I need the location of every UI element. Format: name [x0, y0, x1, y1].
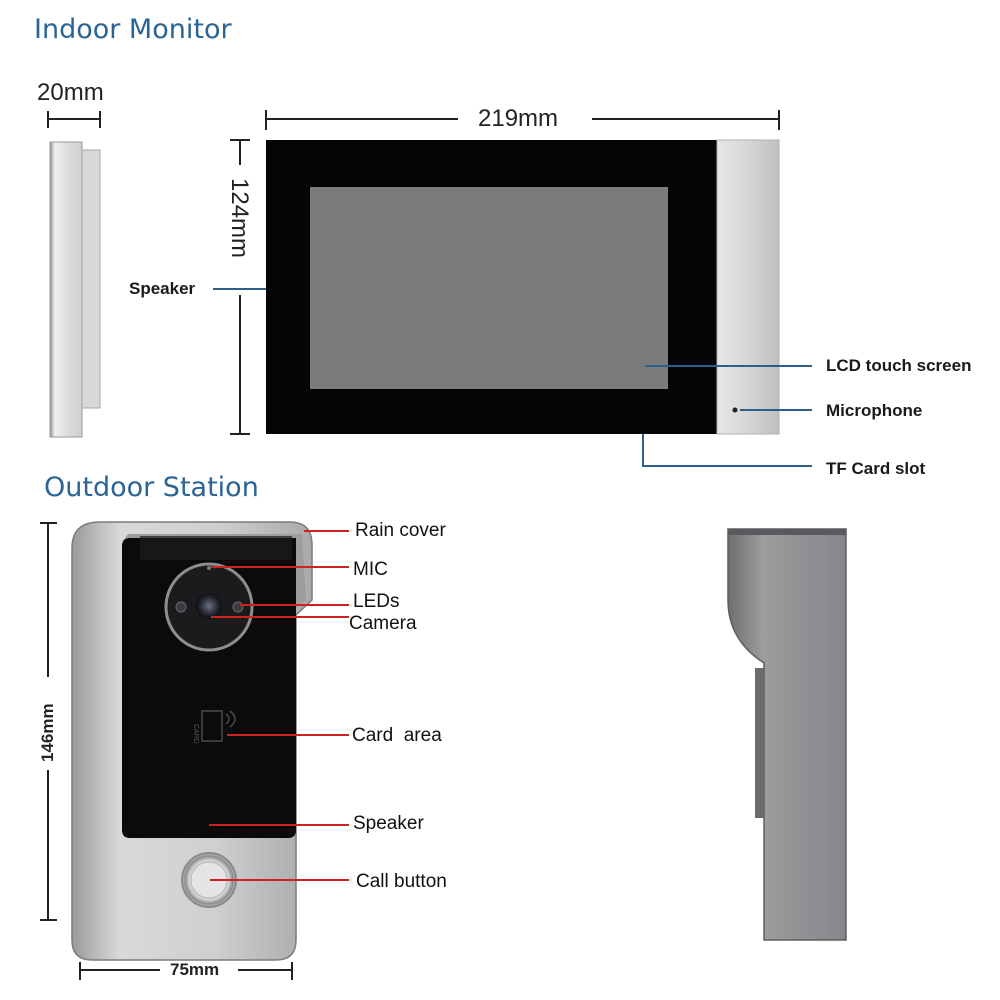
- card-area-icon: [201, 710, 223, 742]
- label-call-button: Call button: [356, 871, 447, 892]
- label-tf-card-slot: TF Card slot: [826, 459, 926, 478]
- dim-75mm-label: 75mm: [170, 960, 220, 979]
- outdoor-front-view: [71, 521, 313, 961]
- label-card-area: Card area: [352, 725, 442, 746]
- outdoor-title: Outdoor Station: [44, 472, 259, 503]
- indoor-side-view: [49, 141, 101, 438]
- label-camera: Camera: [349, 613, 417, 634]
- indoor-front-view: [266, 139, 780, 435]
- led-left: [175, 601, 187, 613]
- card-text: CARD: [192, 724, 199, 744]
- outdoor-leader-lines: [209, 530, 349, 881]
- dim-height-label: 124mm: [226, 178, 253, 259]
- indoor-leader-lines: [213, 288, 812, 467]
- label-speaker-indoor: Speaker: [129, 279, 196, 298]
- mic-hole: [207, 566, 211, 570]
- outdoor-side-view: [727, 528, 847, 941]
- dim-depth-label: 20mm: [37, 79, 104, 106]
- led-right: [232, 601, 244, 613]
- dim-20mm-line: [47, 111, 101, 128]
- lcd-screen: [310, 187, 668, 389]
- indoor-title: Indoor Monitor: [34, 14, 232, 45]
- label-microphone: Microphone: [826, 401, 923, 420]
- label-mic: MIC: [353, 559, 388, 580]
- dim-146mm-line: [40, 522, 57, 921]
- microphone-hole: [732, 407, 738, 413]
- dim-146mm-label: 146mm: [38, 703, 57, 762]
- label-lcd-touch-screen: LCD touch screen: [826, 356, 972, 375]
- dim-75mm-line: [79, 962, 293, 980]
- dim-219mm-line: [265, 110, 780, 130]
- dim-width-label: 219mm: [478, 105, 559, 132]
- camera-lens: [196, 593, 222, 619]
- dim-124mm-line: [230, 139, 250, 435]
- label-leds: LEDs: [353, 591, 400, 612]
- label-speaker-outdoor: Speaker: [353, 813, 424, 834]
- label-rain-cover: Rain cover: [355, 520, 446, 541]
